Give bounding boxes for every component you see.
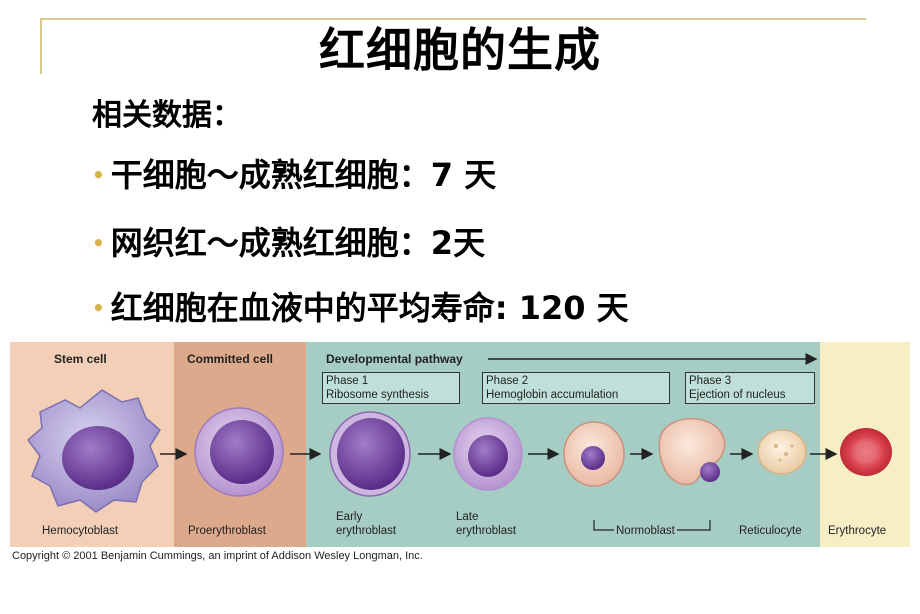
cell-label-early-erythroblast: Early erythroblast xyxy=(336,510,396,538)
phase-description: Hemoglobin accumulation xyxy=(486,389,619,401)
bullet-text: 网织红～成熟红细胞：2天 xyxy=(110,224,486,262)
phase-description: Ejection of nucleus xyxy=(689,389,786,401)
proerythroblast-cell-icon xyxy=(194,407,284,497)
bullet-text: 红细胞在血液中的平均寿命: 120 天 xyxy=(110,289,629,327)
cell-illustrations xyxy=(26,353,892,531)
late-erythroblast-cell-icon xyxy=(453,417,523,491)
bullet-item: •干细胞～成熟红细胞：7 天 xyxy=(92,150,496,196)
early-erythroblast-cell-icon xyxy=(329,411,411,497)
phase-title: Phase 3 xyxy=(689,375,732,387)
hemocytoblast-cell-icon xyxy=(26,389,161,513)
phase-description: Ribosome synthesis xyxy=(326,389,429,401)
normoblast-ejecting-cell-icon xyxy=(658,418,726,486)
phase-title: Phase 1 xyxy=(326,375,369,387)
cell-label-line: Early xyxy=(336,511,363,523)
bullet-dot-icon: • xyxy=(92,296,105,320)
cell-label-erythrocyte: Erythrocyte xyxy=(828,525,887,537)
title-rule-horizontal xyxy=(40,18,866,20)
reticulocyte-cell-icon xyxy=(757,429,807,475)
bullet-dot-icon: • xyxy=(92,163,105,187)
bullet-item: •红细胞在血液中的平均寿命: 120 天 xyxy=(92,283,629,329)
committed-cell-label: Committed cell xyxy=(187,352,274,366)
cell-label-reticulocyte: Reticulocyte xyxy=(739,525,802,537)
phase-box-3: Phase 3 Ejection of nucleus xyxy=(685,372,815,404)
cell-label-line: erythroblast xyxy=(456,525,517,537)
title-rule-vertical xyxy=(40,18,42,74)
cell-label-normoblast: Normoblast xyxy=(614,524,677,538)
copyright-notice: Copyright © 2001 Benjamin Cummings, an i… xyxy=(12,550,423,562)
stem-cell-label: Stem cell xyxy=(54,352,107,366)
cell-label-late-erythroblast: Late erythroblast xyxy=(456,510,516,538)
cell-label-proerythroblast: Proerythroblast xyxy=(188,525,266,537)
bullet-dot-icon: • xyxy=(92,231,105,255)
normoblast-cell-icon xyxy=(563,421,625,487)
erythrocyte-cell-icon xyxy=(840,428,892,476)
phase-title: Phase 2 xyxy=(486,375,529,387)
slide-title: 红细胞的生成 xyxy=(319,23,601,77)
erythropoiesis-figure: Stem cell Committed cell Developmental p… xyxy=(10,342,910,574)
bullet-item: •网织红～成熟红细胞：2天 xyxy=(92,218,485,264)
phase-box-1: Phase 1 Ribosome synthesis xyxy=(322,372,460,404)
cell-label-hemocytoblast: Hemocytoblast xyxy=(42,525,119,537)
cell-label-line: erythroblast xyxy=(336,525,397,537)
bullet-text: 干细胞～成熟红细胞：7 天 xyxy=(110,156,497,194)
cell-label-line: Late xyxy=(456,511,479,523)
phase-box-2: Phase 2 Hemoglobin accumulation xyxy=(482,372,670,404)
developmental-pathway-label: Developmental pathway xyxy=(326,352,463,366)
slide-subheading: 相关数据： xyxy=(92,98,242,133)
